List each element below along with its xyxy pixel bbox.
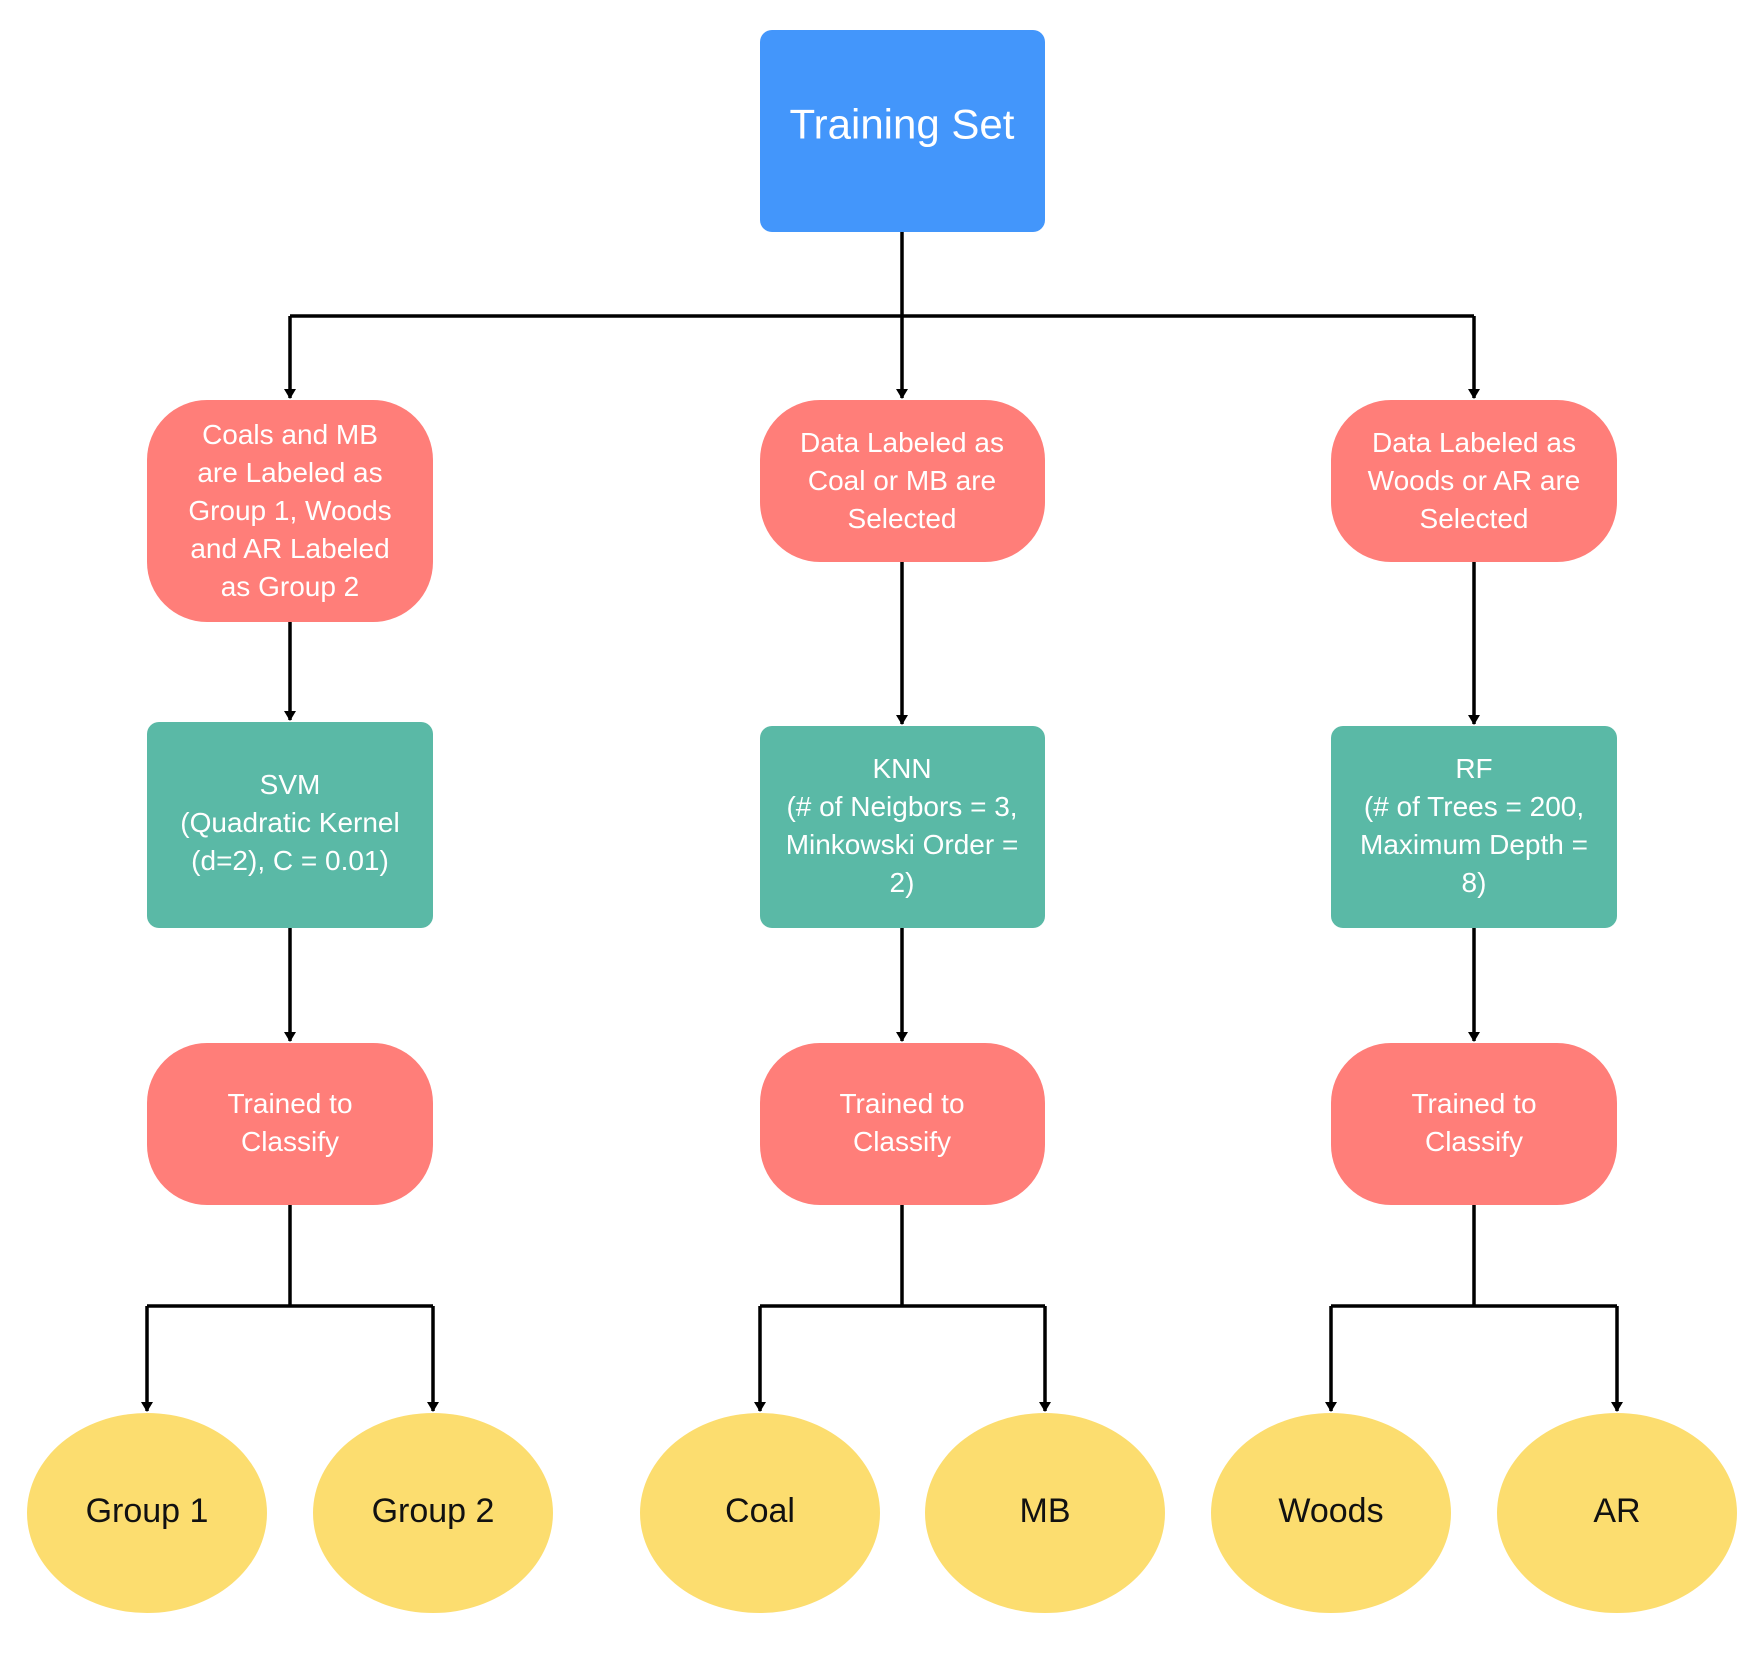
knn-model-line: Minkowski Order = xyxy=(786,829,1019,860)
svm-model-line: SVM xyxy=(260,769,321,800)
connector-lines xyxy=(141,232,1623,1412)
rf-select-line: Woods or AR are xyxy=(1368,465,1581,496)
svm-label-line: Coals and MB xyxy=(202,419,378,450)
knn-trained-line: Trained to xyxy=(839,1088,964,1119)
svm-trained-node xyxy=(147,1043,433,1205)
root-node-label: Training Set xyxy=(790,101,1015,148)
rf-model-line: RF xyxy=(1455,753,1492,784)
rf-model-node-text: RF (# of Trees = 200, Maximum Depth = 8) xyxy=(1360,753,1588,898)
svm-trained-node-text: Trained to Classify xyxy=(227,1088,352,1157)
knn-select-line: Data Labeled as xyxy=(800,427,1004,458)
svm-label-line: Group 1, Woods xyxy=(188,495,391,526)
svm-label-node-text: Coals and MB are Labeled as Group 1, Woods… xyxy=(188,419,391,602)
output-woods-node xyxy=(1211,1413,1451,1613)
rf-trained-node xyxy=(1331,1043,1617,1205)
knn-model-line: 2) xyxy=(890,867,915,898)
out-woods-line: Woods xyxy=(1278,1492,1383,1530)
rf-trained-line: Trained to xyxy=(1411,1088,1536,1119)
out-group1-line: Group 1 xyxy=(86,1492,209,1530)
svm-trained-line: Classify xyxy=(241,1126,339,1157)
knn-model-line: (# of Neigbors = 3, xyxy=(786,791,1017,822)
svm-label-line: and AR Labeled xyxy=(190,533,389,564)
svm-model-line: (d=2), C = 0.01) xyxy=(191,845,389,876)
rf-model-line: Maximum Depth = xyxy=(1360,829,1588,860)
output-woods-label: Woods xyxy=(1278,1492,1383,1530)
svm-model-node xyxy=(147,722,433,928)
knn-select-line: Selected xyxy=(848,503,957,534)
svm-model-node-text: SVM (Quadratic Kernel (d=2), C = 0.01) xyxy=(180,769,399,876)
out-group2-line: Group 2 xyxy=(372,1492,495,1530)
output-mb-label: MB xyxy=(1020,1492,1071,1530)
svm-label-node xyxy=(147,400,433,622)
output-coal-label: Coal xyxy=(725,1492,795,1530)
svm-model-line: (Quadratic Kernel xyxy=(180,807,399,838)
root-node xyxy=(760,30,1045,232)
out-coal-line: Coal xyxy=(725,1492,795,1530)
rf-select-node xyxy=(1331,400,1617,562)
svm-label-line: are Labeled as xyxy=(197,457,382,488)
out-ar-line: AR xyxy=(1593,1492,1640,1530)
output-group1-node xyxy=(27,1413,267,1613)
rf-model-line: 8) xyxy=(1462,867,1487,898)
output-mb-node xyxy=(925,1413,1165,1613)
knn-trained-line: Classify xyxy=(853,1126,951,1157)
rf-model-line: (# of Trees = 200, xyxy=(1364,791,1584,822)
output-group1-label: Group 1 xyxy=(86,1492,209,1530)
rf-model-node xyxy=(1331,726,1617,928)
knn-select-node xyxy=(760,400,1045,562)
knn-trained-node-text: Trained to Classify xyxy=(839,1088,964,1157)
knn-model-line: KNN xyxy=(872,753,931,784)
rf-trained-node-text: Trained to Classify xyxy=(1411,1088,1536,1157)
output-ar-label: AR xyxy=(1593,1492,1640,1530)
knn-model-node xyxy=(760,726,1045,928)
knn-model-node-text: KNN (# of Neigbors = 3, Minkowski Order = 2… xyxy=(786,753,1019,898)
rf-select-line: Data Labeled as xyxy=(1372,427,1576,458)
out-mb-line: MB xyxy=(1020,1492,1071,1530)
output-group2-label: Group 2 xyxy=(372,1492,495,1530)
svm-label-line: as Group 2 xyxy=(221,571,360,602)
rf-select-line: Selected xyxy=(1420,503,1529,534)
rf-trained-line: Classify xyxy=(1425,1126,1523,1157)
output-coal-node xyxy=(640,1413,880,1613)
output-ar-node xyxy=(1497,1413,1737,1613)
knn-select-line: Coal or MB are xyxy=(808,465,996,496)
root-line: Training Set xyxy=(790,101,1015,148)
svm-trained-line: Trained to xyxy=(227,1088,352,1119)
output-group2-node xyxy=(313,1413,553,1613)
knn-trained-node xyxy=(760,1043,1045,1205)
